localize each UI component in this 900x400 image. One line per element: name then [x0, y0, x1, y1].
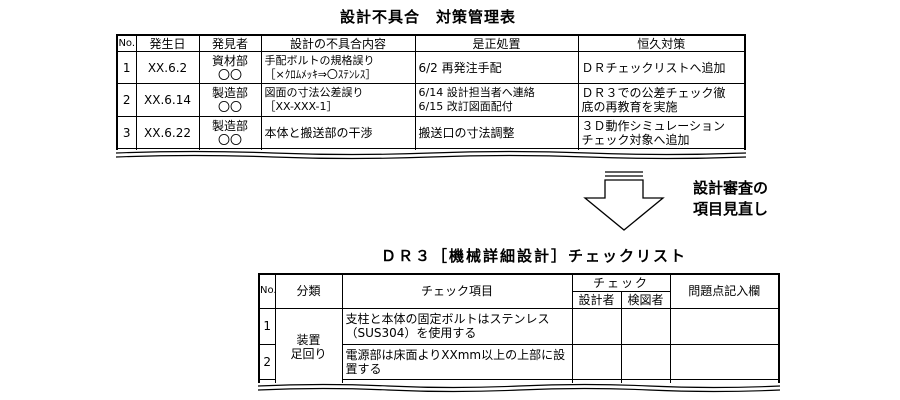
- dr3-checklist-table: No. 分類 チェック項目 チェック 問題点記入欄 設計者 検図者 1 装置 足…: [258, 273, 781, 388]
- checklist-header-row: No. 分類 チェック項目 チェック 問題点記入欄: [258, 273, 780, 309]
- row-finder: 製造部 〇〇: [198, 83, 262, 117]
- row-issue: 図面の寸法公差誤り ［XX-XXX-1］: [260, 83, 416, 117]
- table-row: 3 XX.6.22 製造部 〇〇 本体と搬送部の干渉 搬送口の寸法調整 ３Ｄ動作…: [116, 116, 746, 149]
- row-fix: 6/14 設計担当者へ連絡 6/15 改訂図面配付: [414, 83, 579, 117]
- row-permanent: ＤＲチェックリストへ追加: [577, 51, 746, 84]
- row-no: 2: [116, 83, 137, 117]
- table-row: 2 電源部は床面よりXXmm以上の上部に設 置する: [258, 343, 780, 380]
- row-finder: 資材部 〇〇: [198, 51, 262, 84]
- inspector-check-cell[interactable]: [620, 307, 671, 345]
- notes-cell[interactable]: [669, 343, 780, 380]
- header-permanent: 恒久対策: [577, 34, 746, 52]
- row-date: XX.6.2: [135, 51, 200, 84]
- header-check-item: チェック項目: [341, 273, 573, 309]
- header-category: 分類: [274, 273, 343, 309]
- row-fix: 搬送口の寸法調整: [414, 116, 579, 149]
- row-issue: 本体と搬送部の干渉: [260, 116, 416, 149]
- row-no: 2: [258, 343, 276, 380]
- row-date: XX.6.22: [135, 116, 200, 149]
- notes-cell[interactable]: [669, 307, 780, 345]
- table-row: 2 XX.6.14 製造部 〇〇 図面の寸法公差誤り ［XX-XXX-1］ 6/…: [116, 83, 746, 117]
- row-permanent: ３Ｄ動作シミュレーション チェック対象へ追加: [577, 116, 746, 149]
- header-date: 発生日: [135, 34, 200, 52]
- checklist-subheader-row: 設計者 検図者: [259, 290, 779, 309]
- header-check: チェック: [571, 273, 671, 292]
- header-finder: 発見者: [198, 34, 262, 52]
- designer-check-cell[interactable]: [571, 343, 622, 380]
- top-table-header-row: No. 発生日 発見者 設計の不具合内容 是正処置 恒久対策: [116, 34, 746, 52]
- table-row: 1 装置 足回り 支柱と本体の固定ボルトはステンレス （SUS304）を使用する: [258, 307, 780, 388]
- header-no: No.: [116, 34, 137, 52]
- header-fix: 是正処置: [414, 34, 579, 52]
- row-issue: 手配ボルトの規格誤り ［×ｸﾛﾑﾒｯｷ⇒〇ｽﾃﾝﾚｽ］: [260, 51, 416, 84]
- torn-edge: [116, 150, 746, 160]
- header-notes: 問題点記入欄: [669, 273, 780, 309]
- designer-check-cell[interactable]: [571, 307, 622, 345]
- row-permanent: ＤＲ３での公差チェック徹 底の再教育を実施: [577, 83, 746, 117]
- defect-countermeasure-table: No. 発生日 発見者 設計の不具合内容 是正処置 恒久対策 1 XX.6.2 …: [116, 34, 746, 156]
- row-no: 1: [258, 307, 276, 345]
- review-note: 設計審査の 項目見直し: [693, 179, 769, 218]
- down-arrow-icon: [583, 171, 665, 231]
- row-check-item: 支柱と本体の固定ボルトはステンレス （SUS304）を使用する: [341, 307, 573, 345]
- header-inspector: 検図者: [620, 290, 671, 309]
- row-category: 装置 足回り: [274, 307, 343, 388]
- table-row: 1 XX.6.2 資材部 〇〇 手配ボルトの規格誤り ［×ｸﾛﾑﾒｯｷ⇒〇ｽﾃﾝ…: [116, 51, 746, 84]
- header-designer: 設計者: [571, 290, 622, 309]
- row-no: 3: [116, 116, 137, 149]
- inspector-check-cell[interactable]: [620, 343, 671, 380]
- checklist-title: ＤＲ３［機械詳細設計］チェックリスト: [381, 247, 688, 265]
- row-date: XX.6.14: [135, 83, 200, 117]
- row-no: 1: [116, 51, 137, 84]
- row-check-item: 電源部は床面よりXXmm以上の上部に設 置する: [341, 343, 573, 380]
- top-table-title: 設計不具合 対策管理表: [340, 8, 517, 26]
- header-issue: 設計の不具合内容: [260, 34, 416, 52]
- row-finder: 製造部 〇〇: [198, 116, 262, 149]
- header-no: No.: [258, 273, 277, 309]
- torn-edge: [258, 383, 780, 393]
- row-fix: 6/2 再発注手配: [414, 51, 579, 84]
